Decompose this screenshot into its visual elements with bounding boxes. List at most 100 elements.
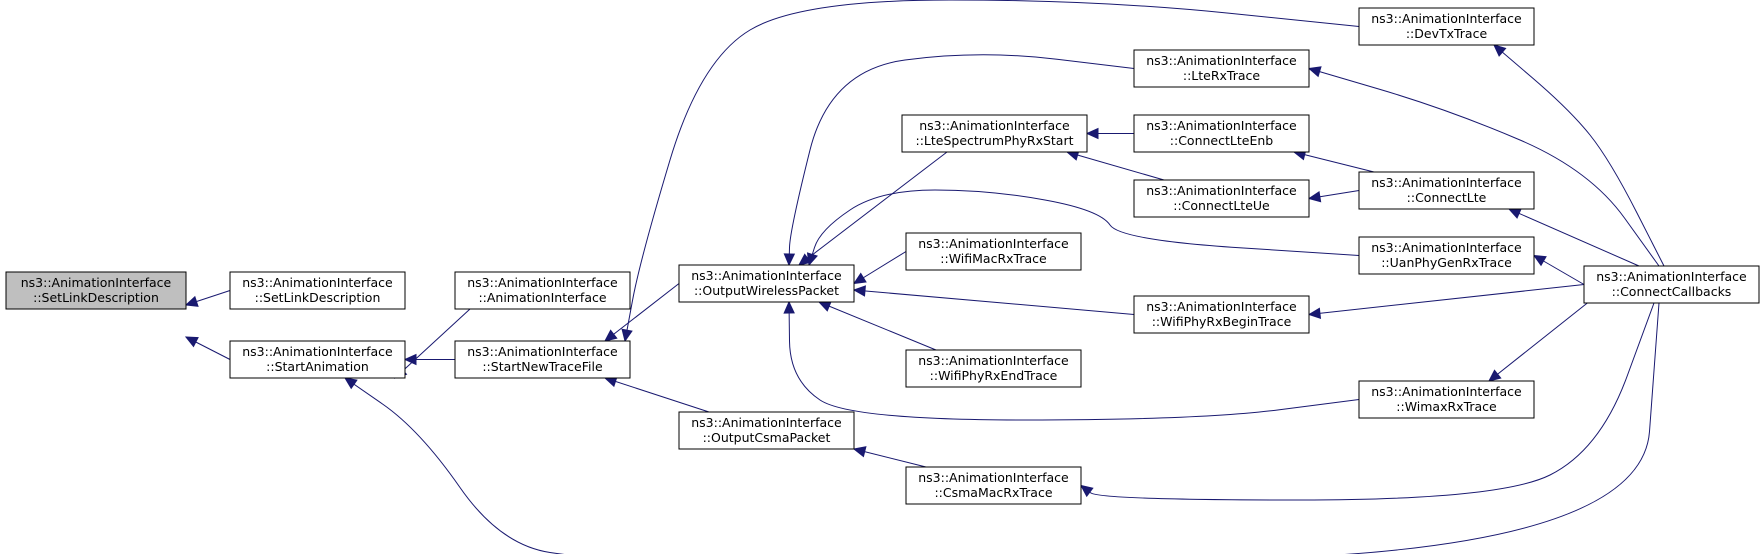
edge-line [604,283,680,342]
caller-node[interactable]: ns3::AnimationInterface::CsmaMacRxTrace [905,466,1082,505]
node-namespace-label: ns3::AnimationInterface [467,275,618,290]
caller-node[interactable]: ns3::AnimationInterface::OutputWirelessP… [678,264,855,303]
node-method-label: ::ConnectLte [1407,190,1487,205]
edge-n9-to-n5 [817,301,937,351]
edge-line [798,151,948,266]
edge-n16-to-n13 [1292,149,1375,173]
node-box [454,340,631,379]
edge-line [808,189,1360,266]
caller-node[interactable]: ns3::AnimationInterface::ConnectLteEnb [1133,114,1310,153]
node-method-label: ::OutputCsmaPacket [703,430,831,445]
node-method-label: ::LteRxTrace [1183,68,1261,83]
caller-node[interactable]: ns3::AnimationInterface::AnimationInterf… [454,271,631,310]
node-method-label: ::StartNewTraceFile [482,359,603,374]
current-function-node: ns3::AnimationInterface::SetLinkDescript… [5,271,187,310]
node-box [1358,7,1535,46]
arrow-head [852,272,867,285]
edge-line [604,377,710,413]
edge-line [624,0,1360,342]
node-method-label: ::ConnectLteUe [1173,198,1270,213]
caller-node[interactable]: ns3::AnimationInterface::StartAnimation [229,340,406,379]
edge-n1-to-n0 [184,290,231,307]
node-namespace-label: ns3::AnimationInterface [242,275,393,290]
node-namespace-label: ns3::AnimationInterface [918,236,1069,251]
arrow-head [1488,369,1502,382]
node-layer: ns3::AnimationInterface::SetLinkDescript… [5,7,1760,505]
caller-node[interactable]: ns3::AnimationInterface::OutputCsmaPacke… [678,411,855,450]
caller-node[interactable]: ns3::AnimationInterface::DevTxTrace [1358,7,1535,46]
edge-line [344,302,1660,554]
caller-node[interactable]: ns3::AnimationInterface::WifiPhyRxEndTra… [905,349,1082,388]
node-method-label: ::UanPhyGenRxTrace [1381,255,1512,270]
node-namespace-label: ns3::AnimationInterface [1146,118,1297,133]
caller-node[interactable]: ns3::AnimationInterface::StartNewTraceFi… [454,340,631,379]
node-namespace-label: ns3::AnimationInterface [1371,240,1522,255]
node-namespace-label: ns3::AnimationInterface [1146,299,1297,314]
node-namespace-label: ns3::AnimationInterface [1371,11,1522,26]
arrow-head [806,252,818,267]
node-method-label: ::OutputWirelessPacket [694,283,839,298]
edge-n17-to-n5 [806,189,1360,267]
node-namespace-label: ns3::AnimationInterface [21,275,172,290]
arrow-head [1493,44,1507,57]
edge-n5-to-n4 [604,283,680,342]
edge-line [1308,68,1660,267]
edge-line [1293,151,1375,173]
node-box [678,264,855,303]
node-method-label: ::AnimationInterface [478,290,606,305]
edge-line [853,289,1135,315]
node-namespace-label: ns3::AnimationInterface [918,353,1069,368]
caller-node[interactable]: ns3::AnimationInterface::WimaxRxTrace [1358,380,1535,419]
edge-n19-to-n10 [1080,302,1655,501]
node-box [229,271,406,310]
node-box [1358,171,1535,210]
arrow-head [1085,127,1099,140]
caller-node[interactable]: ns3::AnimationInterface::WifiPhyRxBeginT… [1133,295,1310,334]
edge-n16-to-n14 [1307,190,1360,203]
arrow-head [783,300,795,314]
edge-n14-to-n7 [1065,149,1165,181]
node-box [905,232,1082,271]
node-box [1358,236,1535,275]
node-box [1133,295,1310,334]
edge-line [788,54,1135,266]
node-method-label: ::DevTxTrace [1406,26,1488,41]
edge-n19-to-n2 [344,302,1660,554]
edge-n19-to-n15 [1307,284,1585,319]
caller-node[interactable]: ns3::AnimationInterface::ConnectLteUe [1133,179,1310,218]
arrow-head [852,285,866,297]
node-box [905,349,1082,388]
edge-line [394,308,471,379]
edge-line [1508,208,1640,267]
arrow-head [344,377,358,390]
node-method-label: ::WimaxRxTrace [1396,399,1497,414]
arrow-head [184,336,199,348]
node-method-label: ::WifiMacRxTrace [940,251,1047,266]
node-box [229,340,406,379]
edge-n10-to-n6 [852,446,927,468]
node-namespace-label: ns3::AnimationInterface [1596,269,1747,284]
caller-node[interactable]: ns3::AnimationInterface::SetLinkDescript… [229,271,406,310]
caller-node[interactable]: ns3::AnimationInterface::WifiMacRxTrace [905,232,1082,271]
node-box [454,271,631,310]
edge-line [818,301,937,351]
caller-node[interactable]: ns3::AnimationInterface::ConnectLte [1358,171,1535,210]
node-box [1133,179,1310,218]
node-namespace-label: ns3::AnimationInterface [919,118,1070,133]
caller-node[interactable]: ns3::AnimationInterface::ConnectCallback… [1583,265,1760,304]
arrow-head [852,446,867,458]
arrow-head [1507,208,1522,219]
edge-n18-to-n5 [783,300,1360,421]
node-namespace-label: ns3::AnimationInterface [1146,53,1297,68]
caller-node[interactable]: ns3::AnimationInterface::LteSpectrumPhyR… [901,114,1088,153]
edge-line [1080,302,1655,501]
node-namespace-label: ns3::AnimationInterface [467,344,618,359]
node-namespace-label: ns3::AnimationInterface [1371,384,1522,399]
node-box [1358,380,1535,419]
node-namespace-label: ns3::AnimationInterface [918,470,1069,485]
node-box [1583,265,1760,304]
caller-node[interactable]: ns3::AnimationInterface::UanPhyGenRxTrac… [1358,236,1535,275]
arrow-head [817,301,832,312]
caller-node[interactable]: ns3::AnimationInterface::LteRxTrace [1133,49,1310,88]
edge-n11-to-n4 [621,0,1360,343]
